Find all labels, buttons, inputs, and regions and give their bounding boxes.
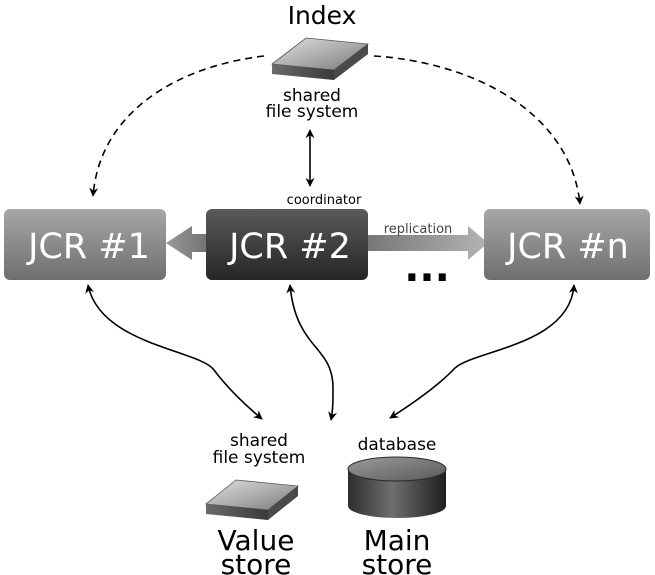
main-store-title-line2: store [362, 548, 433, 575]
jcr2-to-jcr1-arrow [166, 226, 212, 260]
index-to-jcr1-dashed-arrow [89, 55, 265, 197]
value-store-title-line1: Value [218, 524, 295, 557]
jcr2-label: JCR #2 [227, 227, 351, 267]
hard-drive-icon [270, 37, 370, 80]
jcrn-node: JCR #n [484, 209, 650, 280]
index-to-jcrn-dashed-arrow [373, 55, 584, 205]
main-store-title-line1: Main [364, 524, 431, 557]
value-storage-line1: shared [230, 431, 288, 451]
jcr2-node: JCR #2 [206, 209, 368, 280]
hard-drive-icon [204, 479, 300, 520]
jcr1-node: JCR #1 [4, 209, 166, 280]
ellipsis: ... [404, 245, 450, 291]
database-label: database [358, 435, 437, 455]
jcr1-label: JCR #1 [26, 227, 150, 267]
replication-arrow [368, 226, 488, 260]
index-title: Index [288, 1, 357, 30]
jcr2-main-store-link [286, 284, 337, 421]
value-storage-line2: file system [213, 448, 306, 468]
index-storage-line2: file system [266, 102, 359, 122]
coordinator-label: coordinator [287, 193, 362, 208]
value-store-title-line2: store [221, 548, 292, 575]
jcr1-value-store-link [85, 284, 263, 420]
database-cylinder-icon [347, 456, 447, 518]
index-storage-line1: shared [283, 86, 341, 106]
jcrn-main-store-link [389, 284, 578, 419]
replication-label: replication [384, 222, 453, 237]
jcrn-label: JCR #n [505, 227, 629, 267]
